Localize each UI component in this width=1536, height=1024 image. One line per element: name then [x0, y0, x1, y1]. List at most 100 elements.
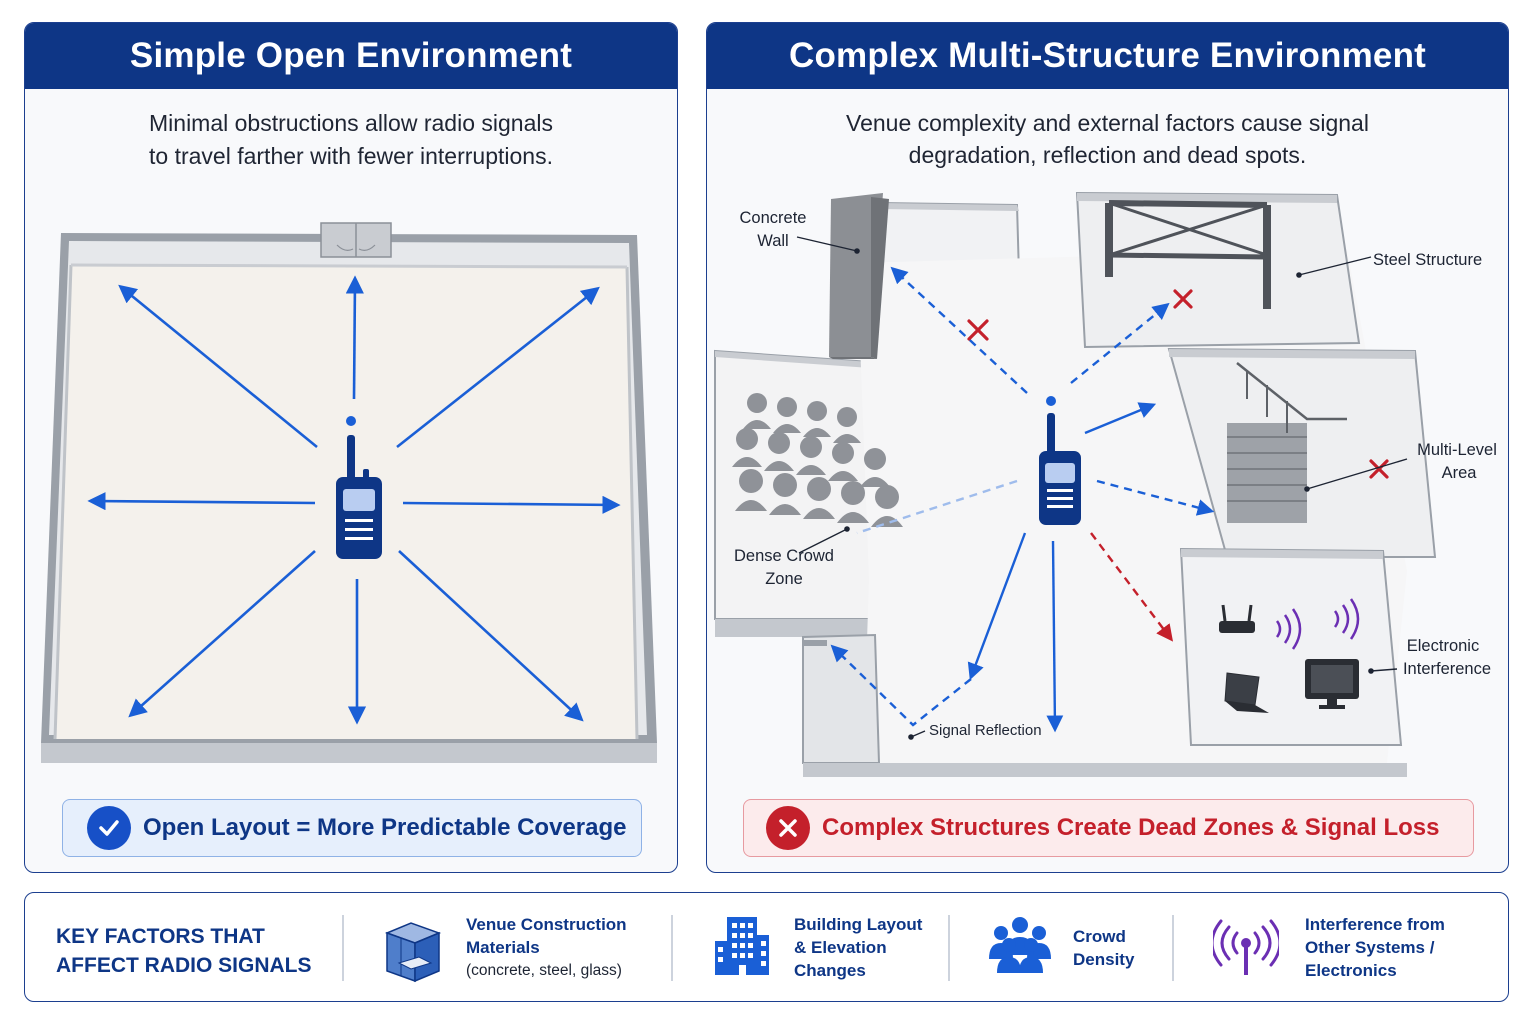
- stairs-icon: [1227, 362, 1347, 523]
- complex-structures-banner: Complex Structures Create Dead Zones & S…: [743, 799, 1474, 857]
- signal-arrow: [967, 532, 1027, 681]
- description-line: to travel farther with fewer interruptio…: [149, 143, 553, 169]
- factor-line: Density: [1073, 950, 1135, 969]
- factor-interference: Interference from Other Systems / Electr…: [1305, 913, 1445, 982]
- signal-arrow-dashed: [1070, 302, 1170, 384]
- factor-line: (concrete, steel, glass): [466, 962, 622, 979]
- open-floor-diagram: [41, 222, 657, 763]
- label-multi-level: Area: [1442, 464, 1478, 482]
- signal-arrow: [396, 286, 600, 449]
- laptop-icon: [1224, 672, 1269, 713]
- person-figure: [833, 407, 861, 443]
- factor-building-layout: Building Layout & Elevation Changes: [794, 913, 922, 982]
- complex-environment-panel: Complex Multi-Structure Environment Venu…: [706, 22, 1509, 873]
- wave: [1349, 598, 1360, 640]
- x-circle-icon: [766, 806, 810, 850]
- person-figure: [735, 469, 767, 511]
- person-figure: [828, 442, 858, 481]
- factor-line: Interference from: [1305, 915, 1445, 934]
- x-mark-icon: [1369, 459, 1389, 479]
- signal-arrow-dashed: [890, 266, 1028, 394]
- interference-waves: [1275, 598, 1360, 650]
- divider: [948, 915, 950, 981]
- title-line: AFFECT RADIO SIGNALS: [56, 954, 312, 977]
- monitor-icon: [1305, 659, 1359, 709]
- signal-reflection-path: [830, 644, 972, 727]
- label-multi-level: Multi-Level: [1417, 441, 1497, 459]
- person-figure: [837, 481, 869, 523]
- wave: [1333, 610, 1340, 628]
- panel-description: Venue complexity and external factors ca…: [707, 107, 1508, 171]
- label-concrete-wall: Wall: [757, 232, 788, 250]
- description-line: Minimal obstructions allow radio signals: [149, 110, 553, 136]
- person-figure: [803, 401, 831, 437]
- person-figure: [743, 393, 771, 429]
- factor-construction-materials: Venue Construction Materials (concrete, …: [466, 913, 627, 982]
- callout-leaders: [796, 236, 1408, 740]
- simple-environment-panel: Simple Open Environment Minimal obstruct…: [24, 22, 678, 873]
- wave: [1283, 614, 1292, 644]
- factor-line: Venue Construction: [466, 915, 627, 934]
- multi-structure-floorplan: [714, 191, 1437, 777]
- banner-text: Complex Structures Create Dead Zones & S…: [822, 814, 1440, 841]
- door-icon: [320, 222, 392, 258]
- key-factors-bar: KEY FACTORS THAT AFFECT RADIO SIGNALS Ve…: [24, 892, 1509, 1002]
- person-figure: [764, 432, 794, 471]
- label-dense-crowd: Dense Crowd: [734, 547, 834, 565]
- x-mark-icon: [967, 319, 989, 341]
- building-materials-icon: [384, 922, 442, 983]
- signal-arrow: [118, 284, 318, 449]
- label-signal-reflection: Signal Reflection: [929, 722, 1042, 739]
- label-concrete-wall: Concrete: [740, 209, 807, 227]
- complex-floor-diagram: Concrete Wall Steel Structure Multi-Leve…: [714, 191, 1497, 777]
- factor-line: Building Layout: [794, 915, 923, 934]
- check-circle-icon: [87, 806, 131, 850]
- label-dense-crowd: Zone: [765, 570, 803, 588]
- key-factors-title: KEY FACTORS THAT AFFECT RADIO SIGNALS: [56, 922, 312, 980]
- signal-arrow-dashed: [1096, 479, 1215, 516]
- wave: [1341, 604, 1350, 634]
- person-figure: [803, 477, 835, 519]
- antenna-icon: [1213, 919, 1279, 975]
- x-mark-icon: [1173, 289, 1193, 309]
- banner-text: Open Layout = More Predictable Coverage: [143, 814, 627, 841]
- signal-arrows: [87, 275, 621, 725]
- divider: [342, 915, 344, 981]
- description-line: degradation, reflection and dead spots.: [908, 142, 1307, 168]
- label-steel-structure: Steel Structure: [1373, 251, 1482, 269]
- factor-line: Electronics: [1305, 961, 1397, 980]
- factor-line: Materials: [466, 938, 540, 957]
- radio-icon: [1039, 396, 1081, 525]
- wave: [1275, 620, 1282, 638]
- label-electronic-interference: Interference: [1403, 660, 1491, 678]
- factor-line: & Elevation: [794, 938, 887, 957]
- label-electronic-interference: Electronic: [1407, 637, 1479, 655]
- signal-arrow: [398, 550, 584, 722]
- building-icon: [715, 917, 769, 975]
- person-figure: [860, 448, 890, 487]
- signal-arrow: [1084, 402, 1157, 435]
- steel-truss-icon: [1105, 200, 1271, 309]
- radio-icon: [336, 416, 382, 559]
- signal-arrow: [402, 495, 621, 514]
- panel-description: Minimal obstructions allow radio signals…: [25, 107, 677, 173]
- panel-title: Complex Multi-Structure Environment: [707, 23, 1508, 89]
- signal-arrow-dashed: [856, 479, 1018, 535]
- signal-paths: [830, 266, 1215, 733]
- signal-arrow: [345, 275, 364, 400]
- dead-spot-markers: [967, 289, 1389, 479]
- description-line: Venue complexity and external factors ca…: [846, 110, 1369, 136]
- signal-arrow: [87, 492, 316, 511]
- factor-line: Crowd: [1073, 927, 1126, 946]
- factor-crowd-density: Crowd Density: [1073, 925, 1134, 971]
- factor-line: Changes: [794, 961, 866, 980]
- person-figure: [773, 397, 801, 433]
- title-line: KEY FACTORS THAT: [56, 925, 265, 948]
- person-figure: [732, 428, 762, 467]
- panel-title: Simple Open Environment: [25, 23, 677, 89]
- crowd-people-group: [732, 393, 903, 527]
- factor-line: Other Systems /: [1305, 938, 1435, 957]
- signal-arrow: [128, 550, 316, 718]
- wave: [1291, 608, 1302, 650]
- divider: [671, 915, 673, 981]
